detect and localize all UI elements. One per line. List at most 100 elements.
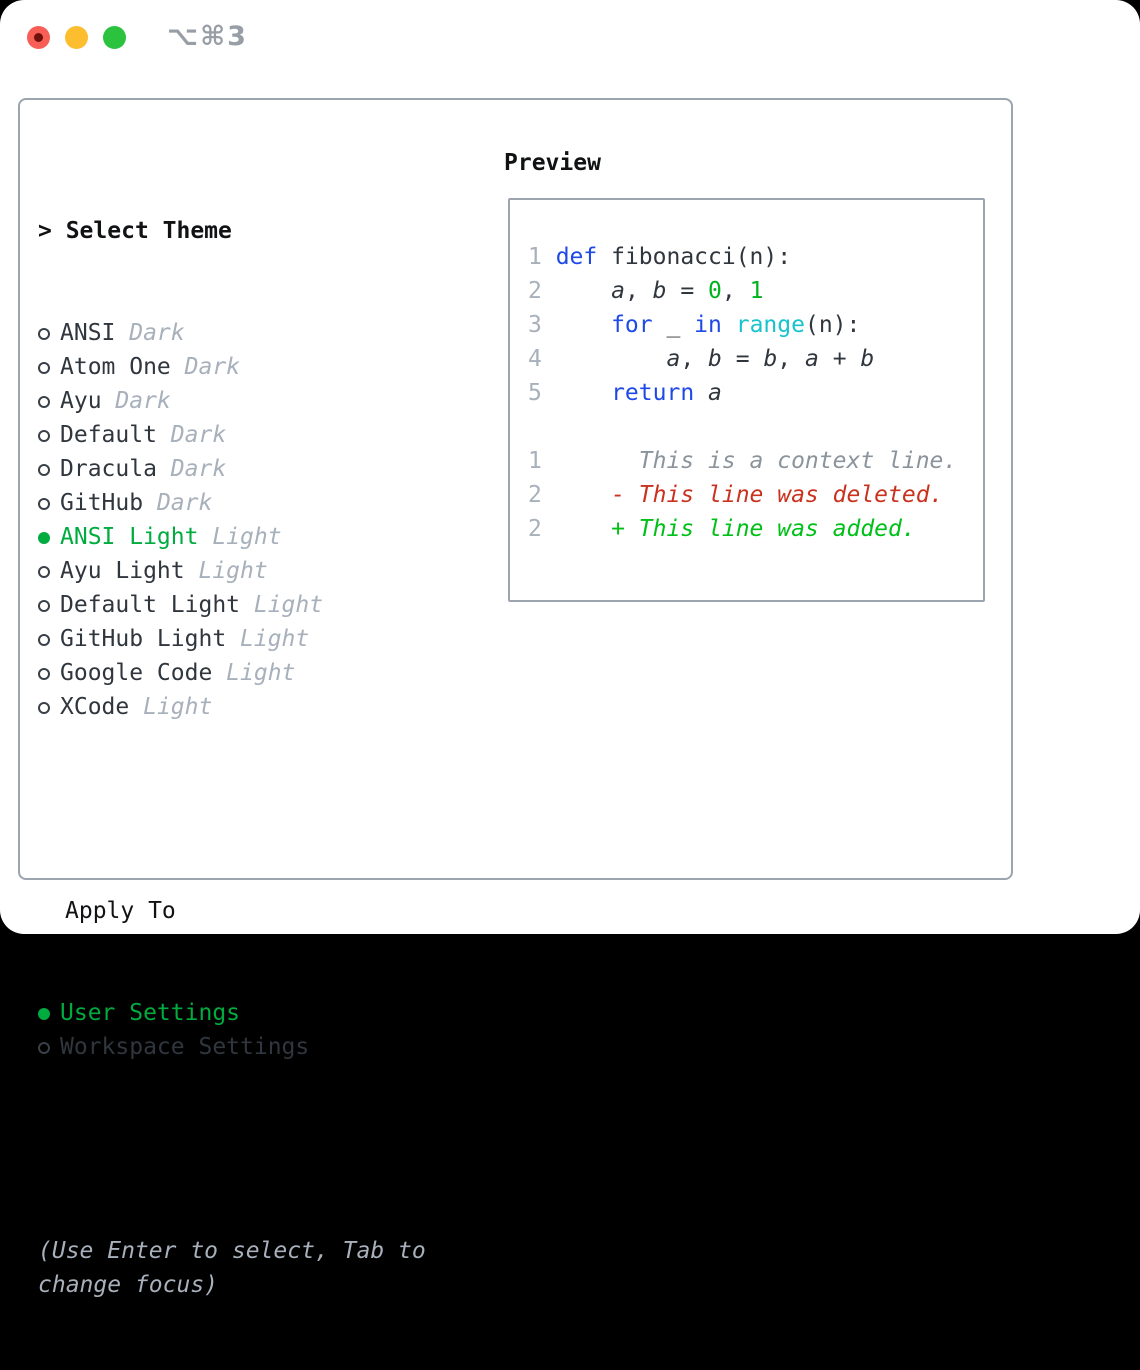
radio-icon: [38, 498, 50, 510]
prompt-icon: >: [38, 218, 66, 244]
maximize-button[interactable]: [103, 26, 126, 49]
theme-option-default-light[interactable]: Default Light Light: [38, 588, 462, 622]
code-token: =: [721, 346, 764, 372]
radio-icon: [38, 362, 50, 374]
spacer: [38, 1132, 462, 1166]
theme-name: Ayu Light: [60, 558, 185, 584]
code-line: [528, 410, 983, 444]
code-token: a: [666, 346, 681, 372]
line-number: 2: [528, 482, 542, 508]
line-number: 1: [528, 244, 542, 270]
code-token: a: [611, 278, 625, 304]
code-token: This is a context line.: [555, 448, 958, 474]
code-token: 0: [708, 278, 722, 304]
radio-icon: [38, 634, 50, 646]
preview-header: Preview: [504, 150, 601, 176]
code-token: - This line was deleted.: [555, 482, 944, 508]
code-token: range: [735, 312, 805, 338]
theme-name: GitHub: [60, 490, 144, 516]
theme-variant-label: Dark: [156, 490, 213, 516]
theme-name: Atom One: [60, 354, 171, 380]
theme-variant-label: Light: [212, 524, 282, 550]
line-number: 4: [528, 346, 542, 372]
code-token: def: [555, 244, 612, 270]
code-token: [556, 380, 611, 406]
code-token: _: [652, 312, 695, 338]
theme-name: XCode: [60, 694, 130, 720]
code-token: for: [611, 312, 653, 338]
theme-option-github[interactable]: GitHub Dark: [38, 486, 462, 520]
theme-option-github-light[interactable]: GitHub Light Light: [38, 622, 462, 656]
titlebar: ⌥⌘3: [0, 0, 1140, 74]
apply-option-label: Workspace Settings: [60, 1034, 310, 1060]
line-number: 5: [528, 380, 542, 406]
line-number: 3: [528, 312, 542, 338]
theme-option-ayu[interactable]: Ayu Dark: [38, 384, 462, 418]
code-token: ,: [680, 346, 709, 372]
record-dot-icon: [34, 33, 43, 42]
radio-icon: [38, 702, 50, 714]
code-token: [556, 346, 667, 372]
code-token: b: [652, 278, 667, 304]
line-number: 1: [528, 448, 542, 474]
code-token: b: [860, 346, 875, 372]
theme-option-xcode[interactable]: XCode Light: [38, 690, 462, 724]
apply-option-workspace-settings[interactable]: Workspace Settings: [38, 1030, 462, 1064]
theme-name: Google Code: [60, 660, 213, 686]
code-token: ,: [624, 278, 653, 304]
code-token: return: [611, 380, 695, 406]
theme-name: Default Light: [60, 592, 241, 618]
code-token: 1: [749, 278, 764, 304]
code-token: a: [708, 380, 722, 406]
window-title: ⌥⌘3: [167, 21, 248, 52]
theme-variant-label: Light: [253, 592, 324, 618]
theme-option-default[interactable]: Default Dark: [38, 418, 462, 452]
code-token: [556, 312, 611, 338]
theme-name: Default: [60, 422, 157, 448]
radio-icon: [38, 328, 50, 340]
code-token: fibonacci(n):: [611, 244, 792, 270]
theme-name: ANSI: [60, 320, 116, 346]
code-token: b: [708, 346, 722, 372]
radio-icon: [38, 600, 50, 612]
code-line: 1 def fibonacci(n):: [528, 240, 983, 274]
code-token: ,: [721, 278, 750, 304]
code-line: 2 - This line was deleted.: [528, 478, 983, 512]
radio-icon: [38, 464, 50, 476]
close-button[interactable]: [27, 26, 50, 49]
radio-icon: [38, 668, 50, 680]
code-token: + This line was added.: [555, 516, 916, 542]
code-token: [556, 278, 611, 304]
code-token: [722, 312, 736, 338]
theme-name: Ayu: [60, 388, 102, 414]
code-line: 4 a, b = b, a + b: [528, 342, 983, 376]
minimize-button[interactable]: [65, 26, 88, 49]
spacer: [38, 792, 462, 826]
code-line: 1 This is a context line.: [528, 444, 983, 478]
apply-option-label: User Settings: [60, 1000, 241, 1026]
theme-option-ansi-light[interactable]: ANSI Light Light: [38, 520, 462, 554]
theme-option-dracula[interactable]: Dracula Dark: [38, 452, 462, 486]
theme-variant-label: Light: [240, 626, 310, 652]
code-line: 2 a, b = 0, 1: [528, 274, 983, 308]
theme-name: Dracula: [60, 456, 157, 482]
radio-icon: [38, 1042, 50, 1054]
line-number: 2: [528, 516, 542, 542]
theme-name: ANSI Light: [60, 524, 199, 550]
apply-to-header: Apply To: [65, 898, 176, 924]
theme-variant-label: Dark: [170, 422, 227, 448]
radio-selected-icon: [38, 532, 50, 544]
theme-name: GitHub Light: [60, 626, 227, 652]
theme-variant-label: Light: [143, 694, 213, 720]
theme-variant-label: Dark: [170, 456, 227, 482]
apply-option-user-settings[interactable]: User Settings: [38, 996, 462, 1030]
theme-variant-label: Dark: [115, 388, 171, 414]
